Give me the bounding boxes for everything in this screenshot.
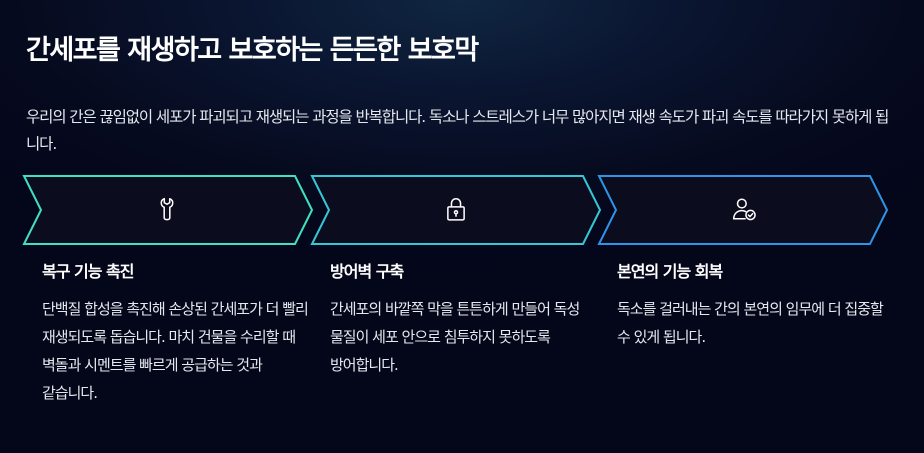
page-title: 간세포를 재생하고 보호하는 든든한 보호막 [26, 35, 479, 66]
step-1-content: 복구 기능 촉진 단백질 합성을 촉진해 손상된 간세포가 더 빨리 재생되도록… [42, 260, 312, 407]
intro-paragraph: 우리의 간은 끊임없이 세포가 파괴되고 재생되는 과정을 반복합니다. 독소나… [26, 108, 889, 153]
step-3-content: 본연의 기능 회복 독소를 걸러내는 간의 본연의 임무에 더 집중할 수 있게… [617, 260, 887, 351]
wrench-icon [160, 197, 174, 221]
process-steps [0, 174, 924, 246]
lock-icon [447, 197, 465, 221]
step-3-description: 독소를 걸러내는 간의 본연의 임무에 더 집중할 수 있게 됩니다. [617, 300, 884, 346]
step-2-heading: 방어벽 구축 [330, 262, 404, 281]
step-3-heading: 본연의 기능 회복 [617, 262, 723, 281]
step-chevron-1 [22, 175, 314, 245]
step-2-description: 간세포의 바깥쪽 막을 튼튼하게 만들어 독성 물질이 세포 안으로 침투하지 … [330, 300, 580, 374]
user-check-icon [732, 198, 756, 221]
step-1-description: 단백질 합성을 촉진해 손상된 간세포가 더 빨리 재생되도록 돕습니다. 마치… [42, 300, 309, 402]
step-1-heading: 복구 기능 촉진 [42, 262, 134, 281]
step-2-content: 방어벽 구축 간세포의 바깥쪽 막을 튼튼하게 만들어 독성 물질이 세포 안으… [330, 260, 600, 379]
